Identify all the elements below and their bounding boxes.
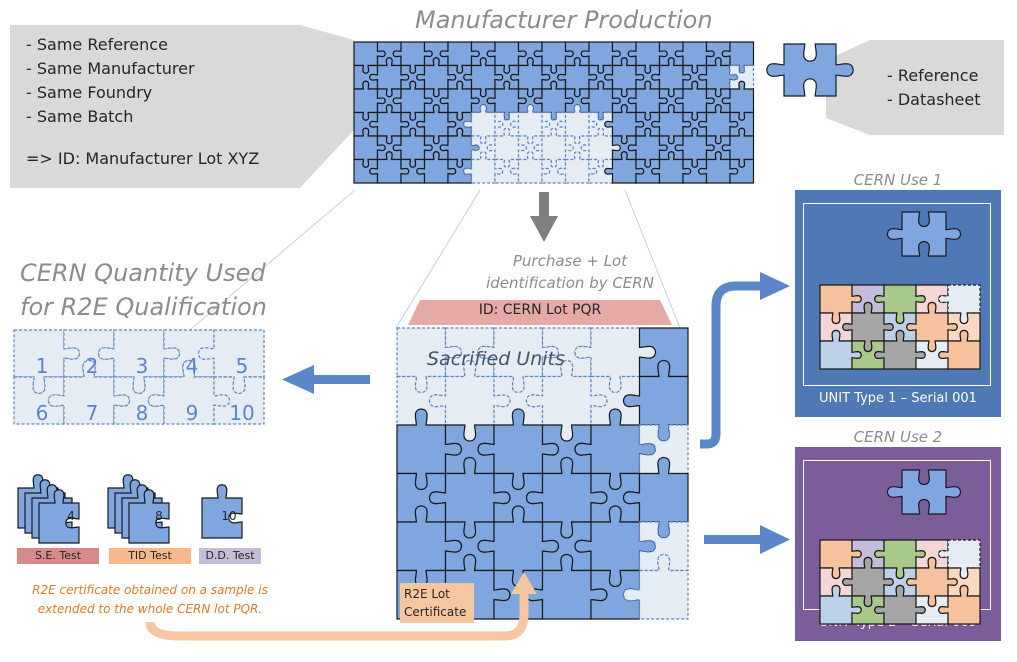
production-piece [729,158,755,184]
qualification-title-line: for R2E Qualification [20,293,267,321]
tid-test-label: TID Test [109,548,191,564]
datasheet-line: - Datasheet [887,90,981,109]
cern-use-1-frame [803,203,991,386]
production-piece [541,111,567,137]
sample-stack-number: 4 [67,509,75,523]
reference-piece [766,43,854,97]
purchase-line: identification by CERN [486,274,654,292]
lot-line: - Same Foundry [26,83,153,102]
sample-stack-number: 8 [155,509,163,523]
dd-sample-piece [201,484,243,539]
cern-use-2-title: CERN Use 2 [853,428,943,446]
lot-callout-shape [10,25,354,188]
lot-properties: - Same Reference - Same Manufacturer - S… [26,33,259,171]
r2e-lot-certificate: R2E Lot Certificate [400,583,474,623]
certificate-note-line: R2E certificate obtained on a sample is [32,583,268,597]
lot-line: - Same Reference [26,35,168,54]
certificate-note-line: extended to the whole CERN lot PQR. [37,602,263,616]
use-1-piece [938,284,981,325]
qualification-piece [213,376,265,425]
use-1-arrow [700,281,762,449]
manufacturer-lot-id: => ID: Manufacturer Lot XYZ [26,149,260,168]
cern-lot-id: ID: CERN Lot PQR [478,302,602,318]
sample-number: 5 [235,354,249,378]
sample-number: 7 [85,401,99,425]
certificate-return-arrow [145,572,537,641]
production-piece [729,64,755,90]
production-title: Manufacturer Production [415,6,713,34]
use-2-piece [938,584,981,625]
production-piece [510,104,551,145]
use-2-featured-piece [886,469,962,515]
certificate-line: Certificate [404,605,467,619]
cern-lot-piece [638,424,689,475]
dd-test-label: D.D. Test [199,548,261,564]
sample-number: 9 [185,401,199,425]
production-piece [533,127,574,168]
cern-use-1-unit-label: UNIT Type 1 – Serial 001 [819,391,977,406]
sample-number: 10 [229,401,255,425]
sample-number: 1 [35,354,49,378]
qualification-title-line: CERN Quantity Used [20,259,266,287]
sample-number: 8 [135,401,149,425]
cern-use-1-title: CERN Use 1 [853,171,943,189]
tid-sample-piece [128,489,170,544]
production-piece [486,127,527,168]
sample-number: 2 [85,354,99,378]
use-2-piece [938,539,981,580]
cern-lot-piece [590,569,641,620]
use-1-piece [938,329,981,370]
reference-callout-shape [826,40,1004,135]
use-2-arrow [704,525,790,554]
projection-line [624,189,681,329]
production-piece [463,104,504,145]
use-1-arrowhead [760,272,790,300]
projection-line [189,189,356,331]
production-piece [557,104,598,145]
lot-line: - Same Manufacturer [26,59,195,78]
sample-stack-number: 10 [221,509,237,523]
production-piece [494,111,520,137]
certificate-note: R2E certificate obtained on a sample is … [10,581,290,619]
production-piece [588,111,614,137]
cern-lot-piece [622,359,689,442]
qualification-title: CERN Quantity Used for R2E Qualification [20,256,267,324]
projection-line [395,189,481,329]
production-piece [580,127,621,168]
purchase-line: Purchase + Lot [512,252,628,270]
left-arrow [282,365,370,394]
sample-number: 4 [185,354,199,378]
cern-lot-piece [622,553,689,620]
cern-lot-piece [638,521,689,572]
reference-line: - Reference [887,66,979,85]
production-piece [470,135,496,161]
purchase-label: Purchase + Lot identification by CERN [455,250,685,294]
lot-line: - Same Batch [26,107,134,126]
sacrified-units-label: Sacrified Units [427,348,565,370]
sample-number: 6 [35,401,49,425]
use-1-featured-piece [886,211,962,257]
reference-notes: - Reference - Datasheet [887,64,981,112]
se-sample-piece [38,489,80,544]
sample-number: 3 [135,354,149,378]
certificate-line: R2E Lot [404,587,450,601]
se-test-label: S.E. Test [17,548,99,564]
production-piece [517,135,543,161]
down-arrow [530,192,558,242]
production-piece [564,135,590,161]
